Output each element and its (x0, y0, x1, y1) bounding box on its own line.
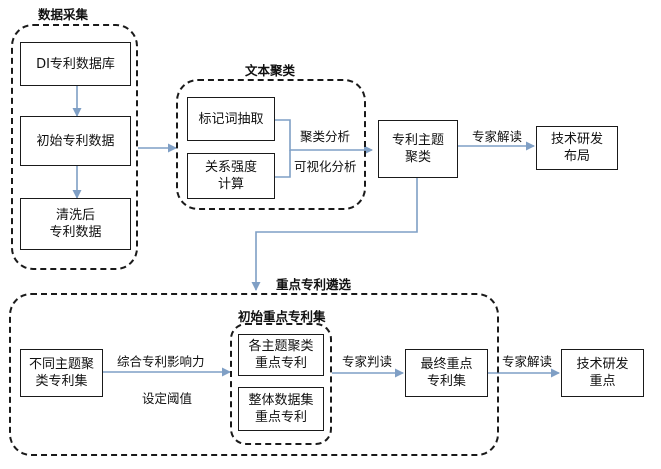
topic-key-node: 各主题聚类 重点专利 (238, 334, 324, 376)
initial-key-group (230, 323, 332, 445)
relation-strength-node: 关系强度 计算 (187, 153, 275, 199)
expert-judge-label: 专家判读 (342, 354, 393, 369)
final-key-set-node: 最终重点 专利集 (405, 349, 488, 397)
di-database-node: DI专利数据库 (20, 42, 131, 86)
expert-read-label-2: 专家解读 (502, 354, 553, 369)
arrow-cluster-to-selection (251, 178, 418, 291)
clustering-group (176, 79, 366, 210)
topic-cluster-node: 专利主题 聚类 (378, 120, 458, 178)
initial-key-title: 初始重点专利集 (238, 309, 326, 324)
clustering-title: 文本聚类 (245, 63, 296, 78)
visual-analysis-label: 可视化分析 (294, 159, 357, 174)
whole-key-node: 整体数据集 重点专利 (238, 387, 324, 431)
selection-title: 重点专利遴选 (276, 277, 352, 292)
bracket-keyword (275, 119, 373, 155)
combined-influence-label: 综合专利影响力 (117, 354, 205, 369)
bracket-relation (275, 150, 291, 178)
initial-data-node: 初始专利数据 (20, 116, 131, 166)
expert-read-label-1: 专家解读 (472, 129, 523, 144)
collection-title: 数据采集 (38, 7, 89, 22)
selection-group (9, 293, 499, 456)
set-threshold-label: 设定阈值 (142, 391, 193, 406)
cleaned-data-node: 清洗后 专利数据 (20, 198, 131, 250)
keyword-extract-node: 标记词抽取 (187, 97, 275, 141)
diff-topic-set-node: 不同主题聚 类专利集 (20, 349, 103, 397)
tech-layout-node: 技术研发 布局 (536, 126, 618, 170)
cluster-analysis-label: 聚类分析 (300, 129, 351, 144)
collection-group (11, 24, 138, 270)
tech-focus-node: 技术研发 重点 (561, 349, 644, 397)
